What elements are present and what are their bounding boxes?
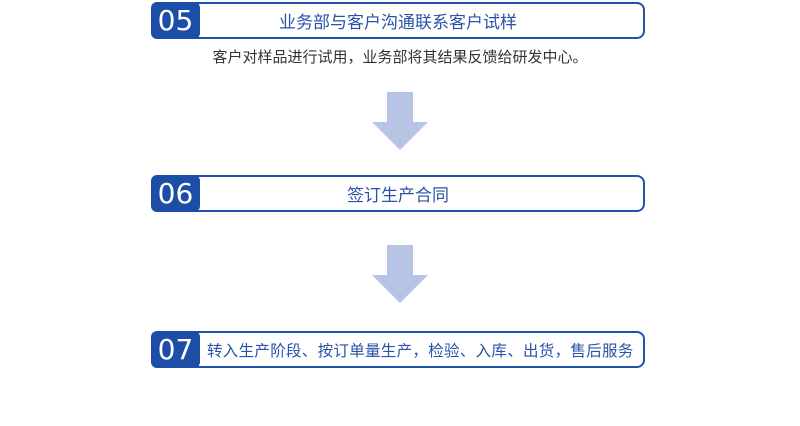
- down-arrow-icon: [372, 92, 428, 150]
- step-title: 签订生产合同: [347, 186, 449, 206]
- step-title: 业务部与客户沟通联系客户试样: [279, 13, 517, 33]
- step-title-box: [151, 331, 645, 368]
- arrow-head: [372, 122, 428, 150]
- down-arrow-icon: [372, 245, 428, 303]
- arrow-stem: [387, 92, 413, 122]
- step-number-badge: 06: [151, 175, 200, 212]
- flow-step-07: 转入生产阶段、按订单量生产，检验、入库、出货，售后服务 07: [151, 331, 645, 368]
- step-number-badge: 05: [151, 2, 200, 39]
- step-title: 转入生产阶段、按订单量生产，检验、入库、出货，售后服务: [207, 341, 634, 360]
- step-number-badge: 07: [151, 331, 200, 368]
- arrow-stem: [387, 245, 413, 275]
- flow-step-05: 业务部与客户沟通联系客户试样 05: [151, 2, 645, 39]
- step-title-box: [151, 175, 645, 212]
- step-title-box: [151, 2, 645, 39]
- arrow-head: [372, 275, 428, 303]
- flow-step-06: 签订生产合同 06: [151, 175, 645, 212]
- step-description: 客户对样品进行试用，业务部将其结果反馈给研发中心。: [212, 48, 588, 66]
